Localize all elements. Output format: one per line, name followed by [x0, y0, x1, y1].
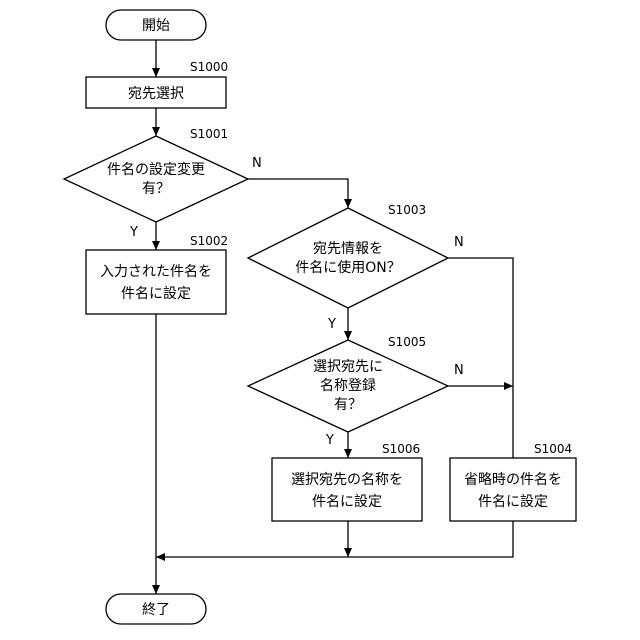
s1001-id: S1001: [190, 127, 228, 141]
s1002-id: S1002: [190, 234, 228, 248]
arrow-s1003-no-to-s1004: [448, 258, 513, 458]
s1005-id: S1005: [388, 335, 426, 349]
s1005-line2: 名称登録: [320, 378, 376, 394]
s1006-line1: 選択宛先の名称を: [291, 472, 403, 488]
end-label: 終了: [142, 602, 170, 618]
s1003-decision: [248, 208, 448, 308]
arrow-s1004-to-merge: [156, 521, 513, 557]
s1006-id: S1006: [382, 442, 420, 456]
s1000-id: S1000: [190, 60, 228, 74]
s1001-decision: [64, 136, 248, 222]
s1002-line2: 件名に設定: [121, 286, 191, 302]
s1003-line1: 宛先情報を: [313, 241, 383, 257]
s1003-yes-label: Y: [327, 317, 336, 332]
s1003-id: S1003: [388, 203, 426, 217]
s1004-id: S1004: [534, 442, 572, 456]
s1005-line1: 選択宛先に: [313, 359, 383, 375]
s1006-line2: 件名に設定: [312, 494, 382, 510]
s1000-text: 宛先選択: [128, 86, 184, 102]
s1001-line1: 件名の設定変更: [107, 161, 205, 178]
s1003-no-label: N: [454, 235, 464, 250]
s1006-process: [272, 458, 422, 521]
arrow-s1001-no-to-s1003: [248, 179, 348, 208]
s1001-yes-label: Y: [129, 225, 138, 240]
s1001-no-label: N: [252, 156, 262, 171]
s1004-line1: 省略時の件名を: [464, 472, 562, 488]
s1004-line2: 件名に設定: [478, 494, 548, 510]
s1002-line1: 入力された件名を: [100, 264, 212, 280]
start-label: 開始: [142, 18, 170, 34]
s1005-yes-label: Y: [325, 433, 334, 448]
s1002-process: [86, 250, 226, 314]
s1004-process: [450, 458, 576, 521]
s1003-line2: 件名に使用ON？: [295, 259, 401, 276]
s1005-no-label: N: [454, 363, 464, 378]
s1005-line3: 有？: [334, 397, 362, 413]
s1001-line2: 有？: [142, 181, 170, 197]
